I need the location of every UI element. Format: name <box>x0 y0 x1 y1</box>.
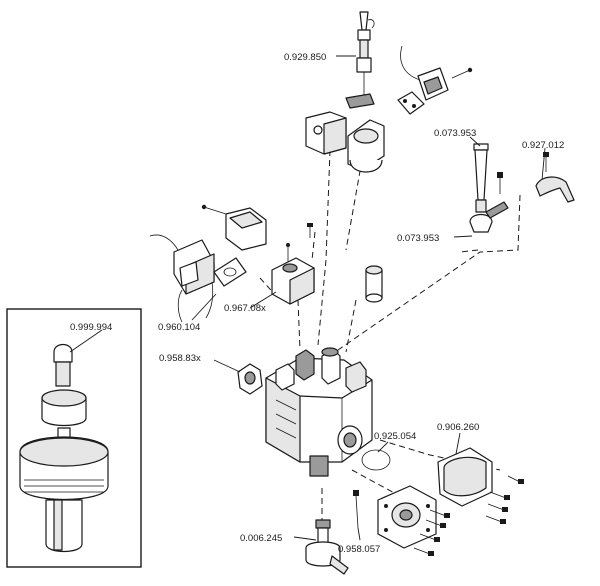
gas-valve-body <box>265 347 373 477</box>
label-coil-left: 0.960.104 <box>158 322 200 333</box>
screw-part <box>307 223 313 238</box>
coil-block-part <box>149 234 215 323</box>
mounting-bracket-part <box>305 111 347 155</box>
gasket-ring-part <box>361 449 391 471</box>
bolts-part <box>413 475 524 556</box>
label-thermocouple-b: 0.073.953 <box>397 233 439 244</box>
plug-connector-part <box>397 45 473 115</box>
regulator-cap-part <box>437 447 493 507</box>
label-outlet-fitting: 0.006.245 <box>240 533 282 544</box>
bottom-screw-part <box>353 490 359 529</box>
outlet-fitting-part <box>305 519 349 575</box>
part-labels: 0.929.850 0.073.953 0.927.012 0.073.953 … <box>70 52 564 555</box>
label-thermocouple-a: 0.073.953 <box>434 128 476 139</box>
cube-coil-part <box>271 243 315 305</box>
label-bottom-screw: 0.958.057 <box>338 544 380 555</box>
label-sensor-top: 0.929.850 <box>284 52 326 63</box>
label-clip: 0.927.012 <box>522 140 564 151</box>
inset-detail-frame <box>6 308 142 568</box>
magnet-cup-part <box>347 119 385 173</box>
label-connector: 0.958.83x <box>159 353 201 364</box>
sensor-probe-part <box>345 11 375 109</box>
gasket-plate-part <box>213 257 247 287</box>
label-inset-knob: 0.999.994 <box>70 322 112 333</box>
filter-cylinder-part <box>365 265 383 303</box>
thermocouple-part <box>469 143 509 233</box>
label-coil-cover: 0.967.08x <box>224 303 266 314</box>
connector-part <box>237 363 263 395</box>
label-gasket: 0.925.054 <box>374 431 416 442</box>
clip-part <box>535 152 575 203</box>
leader-lines <box>69 55 546 541</box>
flange-plate-part <box>377 485 437 549</box>
coil-cover-part <box>201 204 267 251</box>
label-regulator-cap: 0.906.260 <box>437 422 479 433</box>
